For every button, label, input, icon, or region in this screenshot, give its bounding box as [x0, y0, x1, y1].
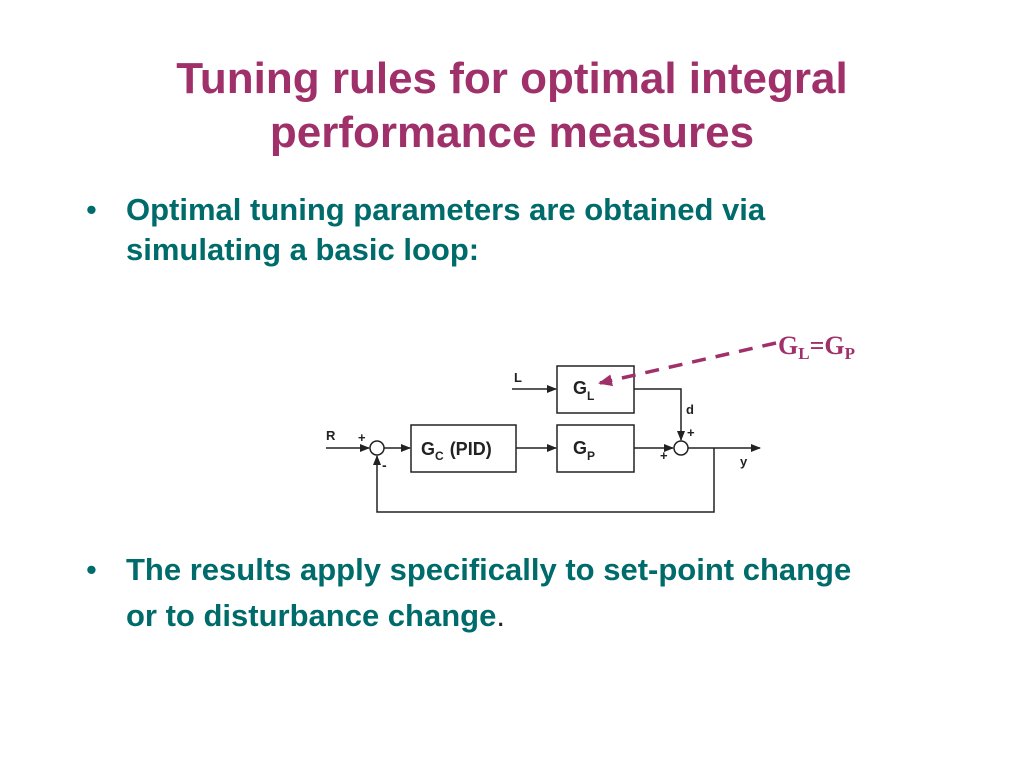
gc-main: G [421, 439, 435, 459]
bullet-text: Optimal tuning parameters are obtained v… [126, 190, 765, 270]
annotation-sub2: P [845, 344, 855, 363]
disturbance-signal-line [634, 388, 685, 441]
gp-sub: P [587, 449, 595, 463]
gc-extra: (PID) [450, 439, 492, 459]
annotation-eq: = [810, 331, 825, 360]
bullet-text: The results apply specifically to set-po… [126, 547, 851, 639]
annotation-g1: G [778, 331, 798, 360]
bullet-marker: • [86, 192, 97, 227]
gl-sub: L [587, 389, 594, 403]
sum1-plus-sign: + [358, 430, 366, 445]
d-label: d [686, 402, 694, 417]
slide-title-line-1: Tuning rules for optimal integral [176, 54, 848, 103]
annotation-sub1: L [798, 344, 809, 363]
bullet-2-line-2-wrap: or to disturbance change. [126, 593, 851, 639]
sum2-top-plus-sign: + [687, 425, 695, 440]
bullet-2-period: . [496, 598, 505, 633]
summing-junction-1 [369, 440, 385, 456]
slide-title: Tuning rules for optimal integral perfor… [0, 52, 1024, 160]
bullet-1-line-1: Optimal tuning parameters are obtained v… [126, 192, 766, 227]
feedback-line [373, 448, 715, 513]
annotation-gl-equals-gp: GL=GP [778, 331, 855, 363]
gp-block-label: GP [573, 438, 595, 463]
summing-junction-2 [673, 440, 689, 456]
bullet-2-line-2: or to disturbance change [126, 598, 497, 633]
sum1-minus-sign: - [382, 457, 387, 473]
gp-main: G [573, 438, 587, 458]
bullet-marker: • [86, 552, 97, 587]
gl-block-label: GL [573, 378, 594, 403]
sum2-left-plus-sign: + [660, 448, 668, 463]
bullet-1-line-2: simulating a basic loop: [126, 232, 480, 267]
annotation-g2: G [824, 331, 844, 360]
gp-block [556, 424, 635, 473]
bullet-2-line-1: The results apply specifically to set-po… [126, 552, 852, 587]
gc-block-label: GC (PID) [421, 439, 492, 463]
l-label: L [514, 370, 522, 385]
r-label: R [326, 428, 336, 443]
gl-block [556, 365, 635, 414]
gl-main: G [573, 378, 587, 398]
gc-sub: C [435, 449, 444, 463]
slide-title-line-2: performance measures [269, 108, 755, 157]
y-label: y [740, 454, 748, 469]
annotation-pointer-arrow [598, 341, 777, 387]
